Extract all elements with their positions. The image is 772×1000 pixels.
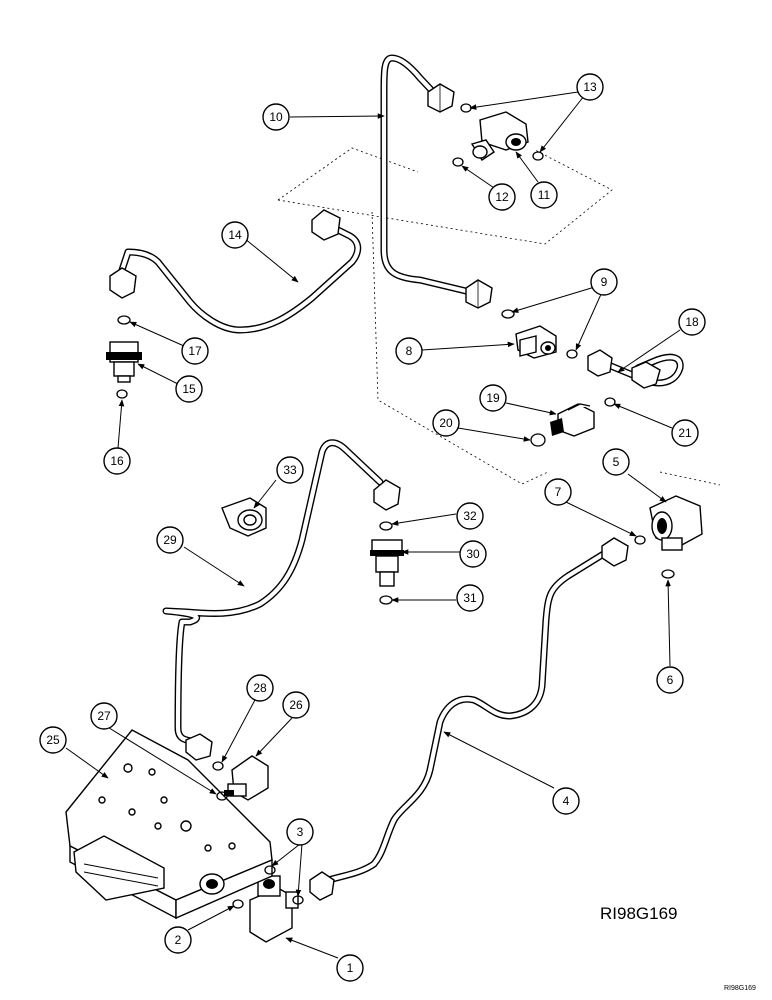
nut-tube-14-left (109, 267, 137, 299)
svg-text:17: 17 (188, 344, 202, 358)
nut-tube-4-top (601, 537, 629, 567)
callout-6: 6 (656, 666, 684, 694)
callout-25: 25 (39, 726, 67, 754)
svg-text:19: 19 (486, 391, 500, 405)
callout-14: 14 (221, 221, 249, 249)
nut-tube-4-bottom (309, 871, 335, 901)
svg-text:3: 3 (297, 825, 304, 839)
fitting-30-adapter (370, 539, 404, 587)
callout-11: 11 (530, 181, 558, 209)
callout-10: 10 (262, 103, 290, 131)
callout-18: 18 (678, 308, 706, 336)
svg-text:21: 21 (678, 426, 692, 440)
nut-tube-18-right (631, 361, 661, 389)
tube-14 (118, 218, 362, 334)
callout-2: 2 (164, 926, 192, 954)
callout-12: 12 (488, 183, 516, 211)
svg-text:2: 2 (175, 933, 182, 947)
svg-text:32: 32 (463, 509, 477, 523)
fitting-11-tee (470, 111, 529, 161)
fitting-5-elbow (649, 495, 703, 551)
nut-tube-10-top (427, 83, 455, 113)
leader-lines (65, 91, 681, 959)
callout-9: 9 (590, 268, 618, 296)
svg-text:27: 27 (97, 709, 111, 723)
nut-tube-29-top (373, 479, 401, 511)
tube-4 (318, 546, 614, 886)
clip-33 (221, 497, 267, 537)
svg-text:4: 4 (563, 794, 570, 808)
svg-text:1: 1 (347, 961, 354, 975)
callout-1: 1 (336, 954, 364, 982)
svg-text:12: 12 (495, 190, 509, 204)
svg-text:29: 29 (163, 533, 177, 547)
callout-4: 4 (552, 787, 580, 815)
callout-29: 29 (156, 526, 184, 554)
callout-32: 32 (456, 502, 484, 530)
svg-text:6: 6 (667, 673, 674, 687)
callout-33: 33 (276, 456, 304, 484)
svg-text:25: 25 (46, 733, 60, 747)
drawing-reference-small: RI98G169 (724, 985, 756, 992)
callout-3: 3 (286, 818, 314, 846)
svg-text:8: 8 (406, 344, 413, 358)
svg-text:9: 9 (601, 275, 608, 289)
svg-text:10: 10 (269, 110, 283, 124)
valve-body-25 (65, 729, 273, 920)
svg-text:26: 26 (289, 698, 303, 712)
fitting-15-adapter (106, 341, 142, 383)
callout-26: 26 (282, 691, 310, 719)
tube-29 (162, 439, 384, 746)
callout-21: 21 (671, 419, 699, 447)
callout-17: 17 (181, 337, 209, 365)
nut-tube-10-bottom (465, 279, 493, 309)
fitting-1-elbow (249, 875, 299, 943)
svg-text:31: 31 (463, 591, 477, 605)
svg-text:5: 5 (613, 455, 620, 469)
svg-text:20: 20 (439, 416, 453, 430)
nut-tube-29-bottom (185, 733, 213, 761)
svg-text:18: 18 (685, 315, 699, 329)
svg-text:13: 13 (583, 80, 597, 94)
callout-20: 20 (432, 409, 460, 437)
tube-10 (380, 54, 474, 296)
svg-text:15: 15 (182, 382, 196, 396)
callout-5: 5 (602, 448, 630, 476)
fitting-26-elbow (224, 755, 269, 801)
nut-tube-18-left (587, 349, 613, 377)
callout-8: 8 (395, 337, 423, 365)
svg-text:30: 30 (466, 547, 480, 561)
svg-text:33: 33 (283, 463, 297, 477)
callout-27: 27 (90, 702, 118, 730)
svg-text:7: 7 (555, 485, 562, 499)
drawing-reference: RI98G169 (600, 904, 678, 923)
callout-15: 15 (175, 375, 203, 403)
svg-text:14: 14 (228, 228, 242, 242)
fitting-19-adapter (550, 403, 595, 437)
callout-16: 16 (103, 447, 131, 475)
svg-text:16: 16 (110, 454, 124, 468)
svg-text:11: 11 (538, 188, 551, 202)
callout-30: 30 (459, 540, 487, 568)
callout-7: 7 (544, 478, 572, 506)
o-rings (116, 103, 675, 909)
svg-text:28: 28 (253, 681, 267, 695)
callout-31: 31 (456, 584, 484, 612)
nut-tube-14-right (311, 209, 341, 241)
fitting-8-tee (515, 325, 557, 359)
callout-13: 13 (576, 73, 604, 101)
callout-19: 19 (479, 384, 507, 412)
assembly-outline-upper (277, 147, 721, 486)
callout-28: 28 (246, 674, 274, 702)
